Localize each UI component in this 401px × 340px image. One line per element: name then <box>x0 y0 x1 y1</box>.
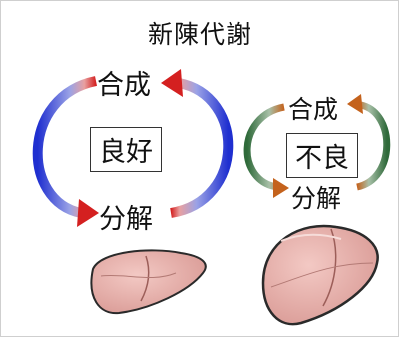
poor-cycle-arrows <box>243 94 391 198</box>
healthy-synthesis-label: 合成 <box>97 70 151 101</box>
diagram-title: 新陳代謝 <box>148 20 253 49</box>
healthy-cycle-arrows <box>32 69 234 227</box>
healthy-decomposition-label: 分解 <box>99 204 153 235</box>
poor-up-arrowhead <box>347 94 363 114</box>
healthy-down-arrowhead <box>77 199 99 227</box>
poor-synthesis-label: 合成 <box>288 95 339 124</box>
healthy-left-arc <box>32 76 98 218</box>
poor-decomposition-label: 分解 <box>291 184 342 213</box>
healthy-up-arrowhead <box>161 69 183 97</box>
poor-down-arrowhead <box>273 178 289 198</box>
poor-state-box: 不良 <box>286 133 358 178</box>
healthy-right-arc <box>170 78 234 218</box>
fatty-liver-icon <box>261 224 379 326</box>
poor-right-arc <box>355 101 391 191</box>
healthy-liver-icon <box>90 249 207 315</box>
healthy-state-box: 良好 <box>90 127 162 172</box>
poor-left-arc <box>243 103 285 191</box>
